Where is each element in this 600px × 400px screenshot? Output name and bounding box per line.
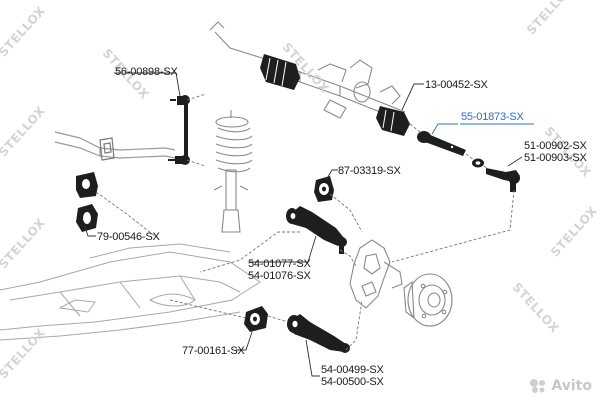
- avito-watermark-text: Avito: [551, 378, 592, 394]
- label-tie-rod-end-right: 51-00903-SX: [524, 152, 587, 164]
- tie-rod-end-part: [486, 168, 520, 192]
- label-upper-arm-left: 54-01077-SX: [248, 258, 311, 270]
- label-tie-rod-end-left: 51-00902-SX: [524, 140, 587, 152]
- label-stabilizer-link: 56-00898-SX: [115, 66, 178, 78]
- steering-knuckle: [349, 239, 403, 309]
- inner-tie-rod-part: [417, 131, 466, 156]
- label-arm-bushing: 87-03319-SX: [338, 165, 401, 177]
- wheel-hub: [403, 273, 453, 327]
- label-steering-rack: 13-00452-SX: [425, 79, 488, 91]
- label-lower-arm-bushing: 77-00161-SX: [182, 345, 245, 357]
- control-arm-bushing-part: [314, 176, 334, 202]
- label-lower-arm-left: 54-00499-SX: [321, 364, 384, 376]
- stabilizer-link-part: [168, 95, 190, 165]
- tie-rod-nut-part: [472, 158, 484, 168]
- label-lower-arm-right: 54-00500-SX: [321, 376, 384, 388]
- subframe-outline: [0, 243, 261, 341]
- stabilizer-bar: [54, 131, 176, 159]
- upper-control-arm-part: [286, 206, 347, 254]
- label-stabilizer-bushing: 79-00546-SX: [97, 231, 160, 243]
- label-upper-arm-right: 54-01076-SX: [248, 270, 311, 282]
- lower-arm-bushing-part: [244, 306, 268, 332]
- avito-logo-icon: [530, 379, 546, 393]
- avito-watermark: Avito: [529, 378, 592, 394]
- leader-lines: [83, 72, 523, 377]
- strut-assembly: [213, 110, 253, 233]
- label-inner-tie-rod[interactable]: 55-01873-SX: [461, 111, 524, 123]
- lower-control-arm-part: [287, 314, 350, 353]
- stabilizer-bracket: [99, 137, 115, 161]
- assembly-guide-lines: [95, 93, 515, 351]
